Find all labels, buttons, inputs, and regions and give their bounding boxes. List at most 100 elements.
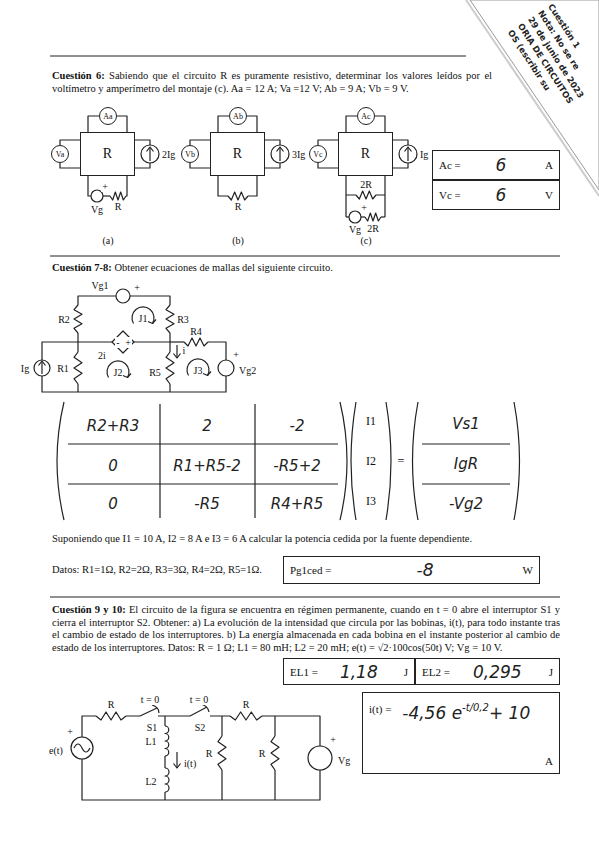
vector-entry: I3 <box>366 495 376 508</box>
wire <box>346 176 385 217</box>
matrix-bracket <box>57 402 64 520</box>
answer-box: Vc =6V <box>432 180 560 210</box>
component-label: e(t) <box>48 745 64 756</box>
current-source-symbol <box>141 145 159 163</box>
node-text: R <box>233 146 242 162</box>
resistor-symbol <box>271 736 279 770</box>
vector-bracket <box>514 402 520 520</box>
component-label: S1 <box>146 722 159 733</box>
matrix-cell: 0 <box>108 496 118 513</box>
component-label: + <box>232 349 240 360</box>
wire <box>393 163 408 168</box>
wire <box>361 216 365 217</box>
wire <box>375 116 385 132</box>
inductor-symbol <box>165 768 169 792</box>
voltage-source-symbol <box>91 190 103 202</box>
resistor-symbol <box>96 712 126 720</box>
component-label: R3 <box>176 314 190 325</box>
component-label: R1 <box>56 363 70 374</box>
rule-line <box>50 597 560 598</box>
wire <box>248 176 257 196</box>
current-arrow-head <box>174 764 181 769</box>
resistor-symbol <box>184 338 208 346</box>
meter-circle: Vb <box>181 145 199 163</box>
current-source-symbol <box>34 360 50 376</box>
node-text: R <box>103 146 112 162</box>
wire <box>164 792 165 800</box>
wire <box>265 163 280 168</box>
wire <box>393 140 408 145</box>
question-text: Suponiendo que I1 = 10 A, I2 = 8 A e I3 … <box>52 533 597 546</box>
wire <box>130 296 170 305</box>
matrix-cell: -Vg2 <box>449 496 483 513</box>
node-text: Ab <box>233 112 243 121</box>
answer-value: 6 <box>496 155 507 175</box>
component-label: + <box>124 337 132 348</box>
voltage-source-symbol <box>218 360 234 376</box>
component-label: 2Ig <box>161 149 176 160</box>
question-text: Cuestión 6: Sabiendo que el circuito R e… <box>52 70 492 95</box>
answer-label: Ac = <box>439 159 461 171</box>
wire <box>103 195 110 196</box>
node-text: Aa <box>103 112 112 121</box>
mesh-arrow <box>107 361 129 378</box>
answer-unit: A <box>545 159 553 171</box>
component-label: Vg2 <box>238 365 257 376</box>
wire <box>82 716 96 737</box>
source-arrow <box>149 148 150 161</box>
vector-bracket <box>413 402 419 520</box>
wire <box>135 140 150 145</box>
matrix-cell: R4+R5 <box>271 496 324 513</box>
meter-circle: Va <box>51 145 69 163</box>
matrix-cell: R2+R3 <box>87 418 140 435</box>
resistive-network-box: R <box>80 132 135 176</box>
dependent-source-symbol <box>112 331 134 353</box>
meter-circle: Vc <box>309 145 327 163</box>
source-arrow-head <box>39 361 46 366</box>
matrix-cell: R1+R5-2 <box>173 458 240 475</box>
wire <box>318 163 338 168</box>
component-label: J2 <box>113 367 124 378</box>
answer-value: -4,56 e <box>402 703 462 723</box>
current-arrow-head <box>174 354 181 359</box>
component-label: R2 <box>57 314 71 325</box>
switch-symbol <box>158 707 207 716</box>
ac-source-symbol <box>71 737 93 759</box>
component-label: t = 0 <box>140 694 160 705</box>
resistor-symbol <box>110 192 126 200</box>
answer-value: -8 <box>417 560 434 580</box>
component-label: + <box>329 734 337 745</box>
vector-bracket <box>386 402 391 520</box>
resistor-symbol <box>166 305 174 333</box>
rule-line <box>50 256 560 257</box>
component-label: + <box>360 202 368 213</box>
question-text: Cuestión 9 y 10: El circuito de la figur… <box>52 604 560 654</box>
handwritten-answer: -4,56 e-t/0,2+ 10 <box>391 703 541 723</box>
question-heading: Cuestión 6: <box>52 70 105 81</box>
component-label: + <box>133 282 141 293</box>
source-arrow-head <box>147 147 154 152</box>
wire <box>274 770 275 800</box>
question-heading: Cuestión 7-8: <box>52 262 112 273</box>
wire <box>265 140 280 145</box>
question-body: Suponiendo que I1 = 10 A, I2 = 8 A e I3 … <box>52 533 472 544</box>
question-body: Sabiendo que el circuito R es puramente … <box>52 70 492 94</box>
wire-connector <box>190 140 210 145</box>
answer-label: Pg1ced = <box>290 564 331 576</box>
switch-symbol <box>126 708 157 716</box>
matrix-cell: Vs1 <box>452 416 480 433</box>
component-label: 2i <box>97 350 107 361</box>
switch-arrow <box>201 704 209 712</box>
node-text: R <box>361 146 370 162</box>
matrix-cell: IgR <box>454 456 478 473</box>
component-label: + <box>66 726 74 737</box>
component-label: L1 <box>144 736 157 747</box>
answer-label: Vc = <box>439 189 461 201</box>
question-heading: Cuestión 9 y 10: <box>52 604 126 615</box>
component-label: R <box>258 748 267 759</box>
answer-unit: W <box>523 564 533 576</box>
resistor-symbol <box>218 736 226 770</box>
answer-value: 6 <box>496 185 507 205</box>
vector-entry: = <box>398 455 405 468</box>
